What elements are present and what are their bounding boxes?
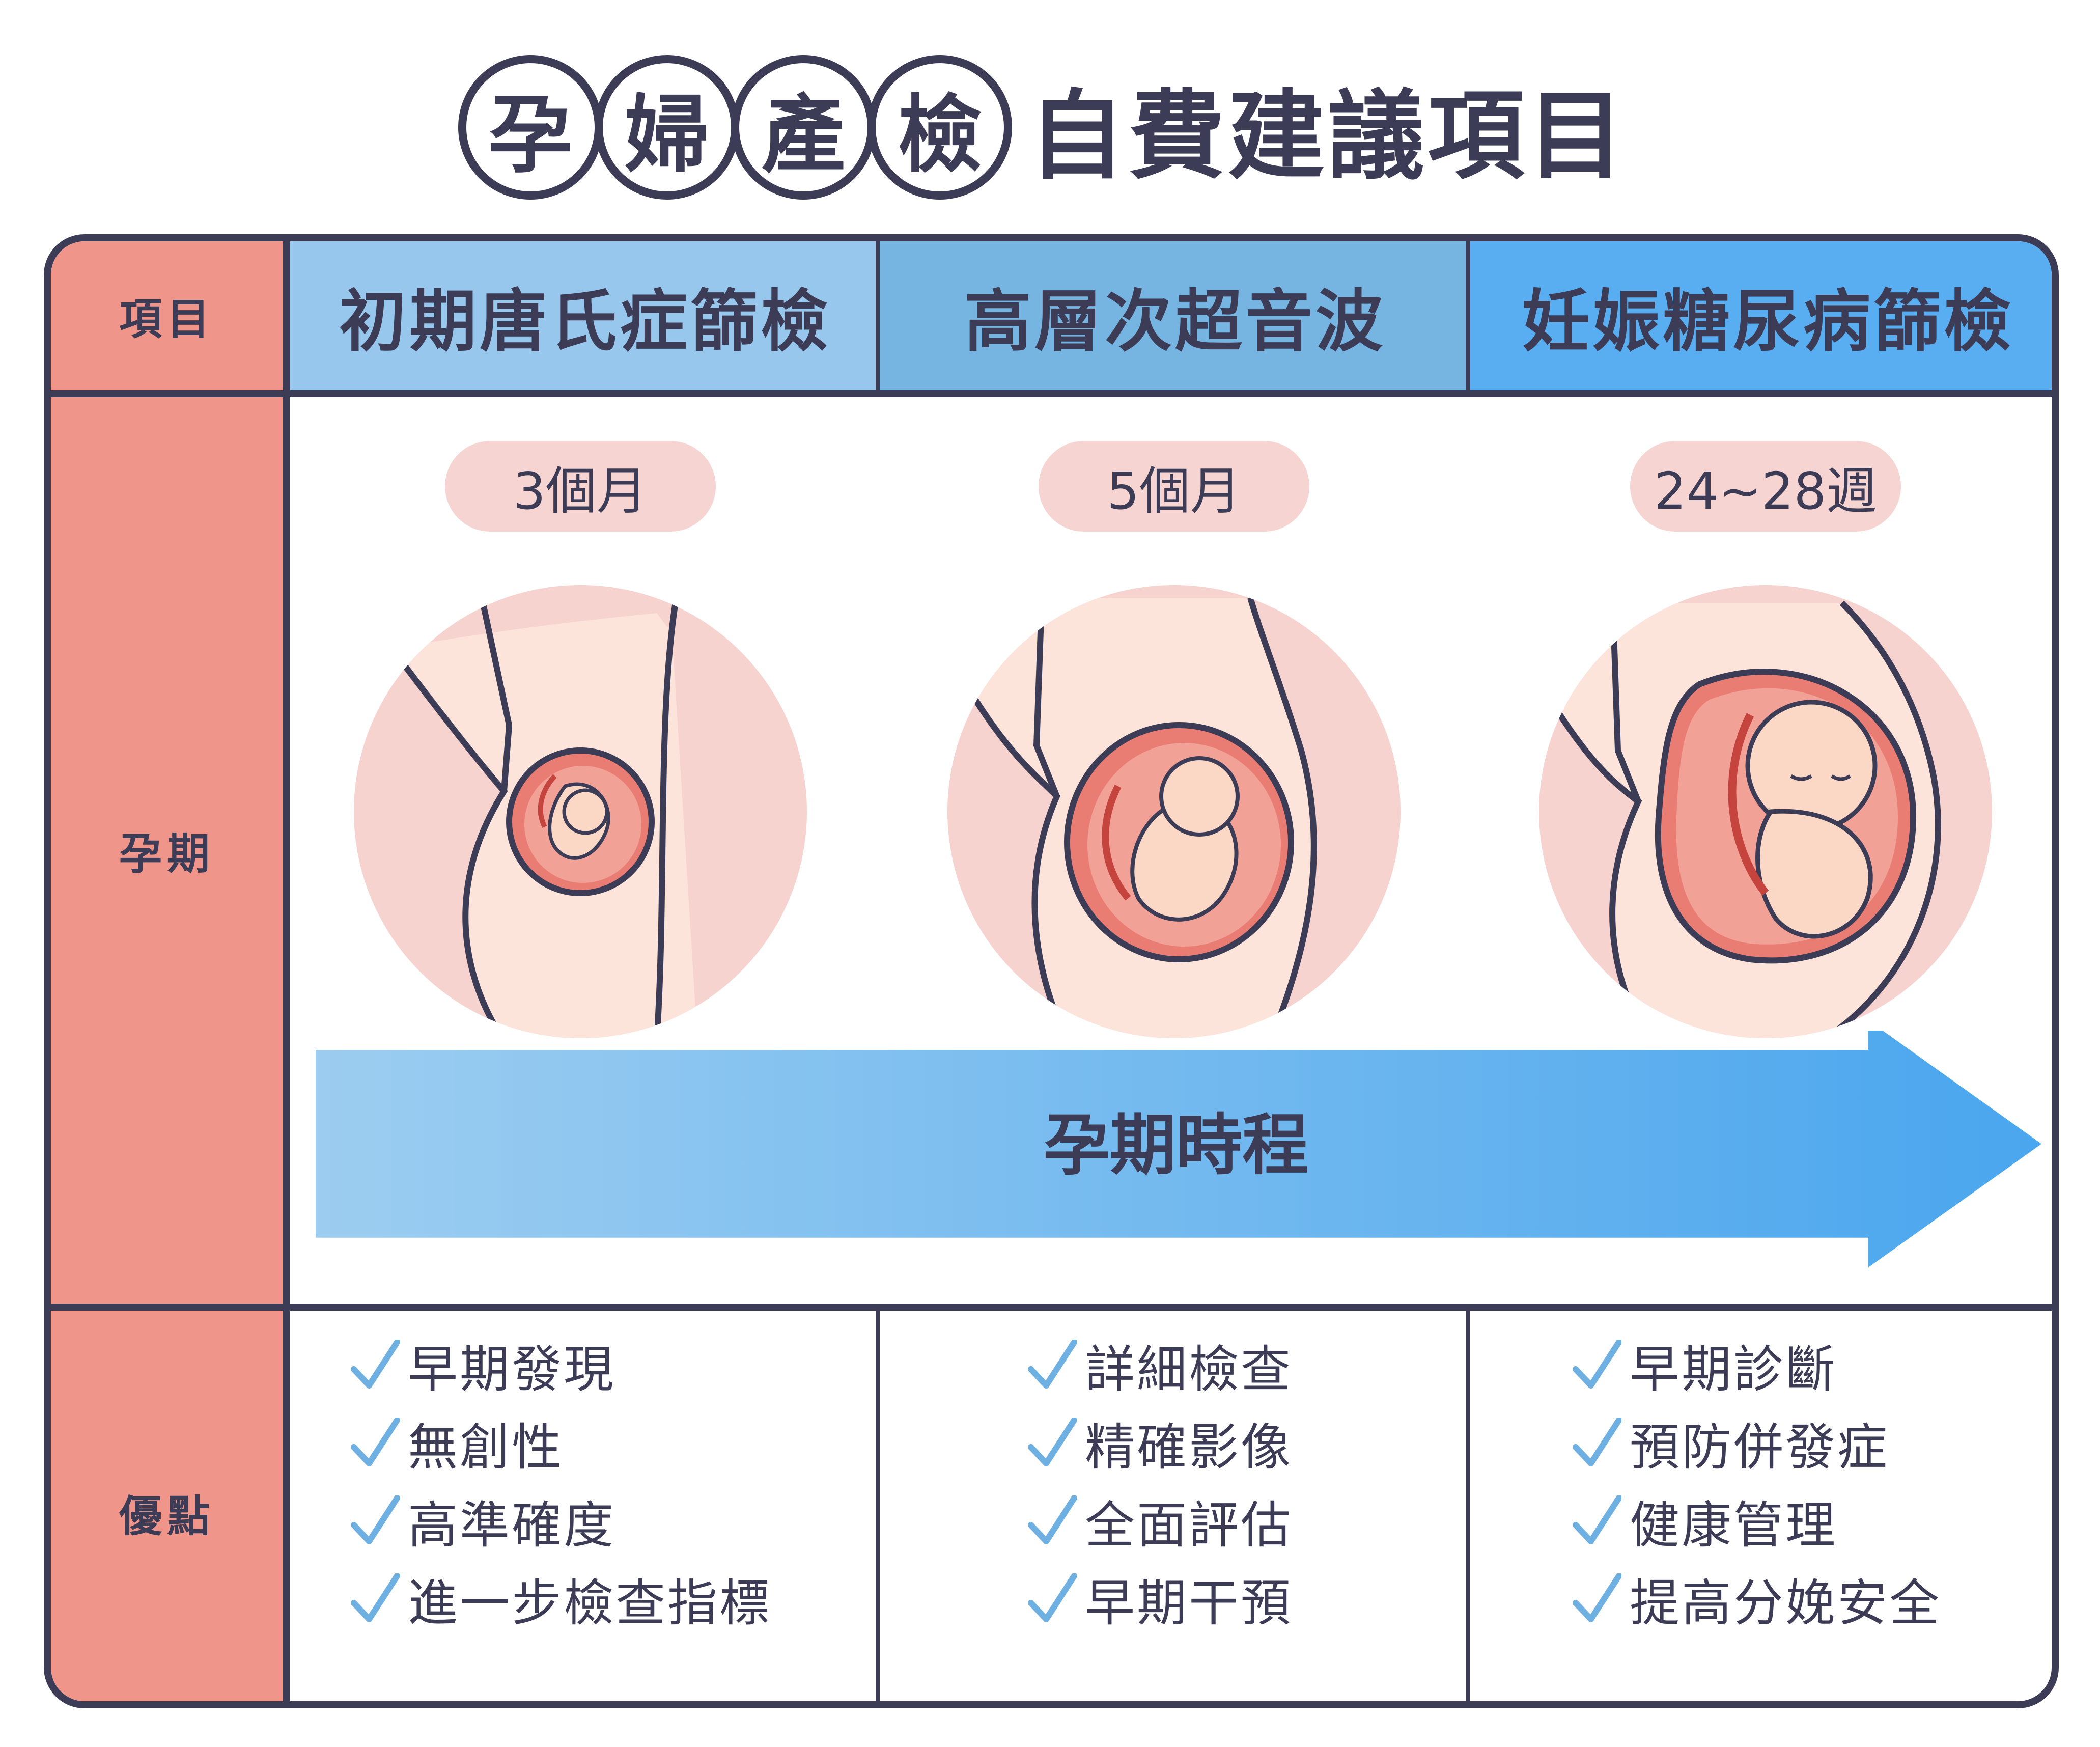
check-icon <box>1028 1495 1077 1544</box>
pregnancy-timeline-arrow: 孕期時程 <box>316 1031 2041 1268</box>
period-pill-1: 3個月 <box>445 441 716 532</box>
check-icon <box>351 1339 400 1389</box>
advantage-item: 預防併發症 <box>1573 1404 1941 1482</box>
advantages-list-2: 詳細檢查 精確影像 全面評估 早期干預 <box>1028 1326 1293 1638</box>
divider-header-1 <box>876 241 880 390</box>
check-icon <box>1028 1339 1077 1389</box>
title-rest: 自費建議項目 <box>1028 79 1628 192</box>
advantage-item: 精確影像 <box>1028 1404 1293 1482</box>
header-level2-ultrasound: 高層次超音波 <box>880 241 1470 390</box>
comparison-table: 項目 孕期 優點 初期唐氏症篩檢 高層次超音波 妊娠糖尿病篩檢 3個月 5個月 … <box>44 234 2059 1708</box>
advantage-item: 早期發現 <box>351 1326 771 1404</box>
check-icon <box>1573 1417 1621 1466</box>
check-icon <box>351 1573 400 1622</box>
advantages-list-3: 早期診斷 預防併發症 健康管理 提高分娩安全 <box>1573 1326 1941 1638</box>
check-icon <box>351 1495 400 1544</box>
check-icon <box>1028 1417 1077 1466</box>
advantage-item: 高準確度 <box>351 1482 771 1560</box>
timeline-label: 孕期時程 <box>1044 1106 1308 1184</box>
divider-header <box>51 390 2052 397</box>
check-icon <box>1573 1573 1621 1622</box>
check-icon <box>1028 1573 1077 1622</box>
advantage-item: 早期診斷 <box>1573 1326 1941 1404</box>
fetus-3-months-illustration <box>354 585 807 1038</box>
advantage-item: 健康管理 <box>1573 1482 1941 1560</box>
advantage-item: 無創性 <box>351 1404 771 1482</box>
fetus-5-months-illustration <box>947 585 1401 1038</box>
row-label-advantage: 優點 <box>51 1311 283 1701</box>
advantage-item: 進一步檢查指標 <box>351 1560 771 1638</box>
check-icon <box>1573 1495 1621 1544</box>
title-circle-4: 檢 <box>867 55 1012 200</box>
header-down-syndrome-screening: 初期唐氏症篩檢 <box>290 241 880 390</box>
advantages-list-1: 早期發現 無創性 高準確度 進一步檢查指標 <box>351 1326 771 1638</box>
row-label-period: 孕期 <box>51 397 283 1304</box>
divider-label-column <box>283 241 290 1701</box>
period-pill-2: 5個月 <box>1039 441 1309 532</box>
title-circle-1: 孕 <box>458 55 603 200</box>
row-label-item: 項目 <box>51 241 283 390</box>
period-pill-3: 24~28週 <box>1630 441 1901 532</box>
check-icon <box>1573 1339 1621 1389</box>
page-title: 孕 婦 產 檢 自費建議項目 <box>458 51 1627 204</box>
divider-advantages-1 <box>876 1311 880 1701</box>
title-circle-2: 婦 <box>595 55 739 200</box>
fetus-24-28-weeks-illustration <box>1539 585 1992 1038</box>
advantage-item: 早期干預 <box>1028 1560 1293 1638</box>
advantage-item: 提高分娩安全 <box>1573 1560 1941 1638</box>
header-gestational-diabetes-screening: 妊娠糖尿病篩檢 <box>1470 241 2052 390</box>
check-icon <box>351 1417 400 1466</box>
divider-advantages-2 <box>1466 1311 1470 1701</box>
advantage-item: 詳細檢查 <box>1028 1326 1293 1404</box>
title-circle-3: 產 <box>731 55 876 200</box>
advantage-item: 全面評估 <box>1028 1482 1293 1560</box>
divider-header-2 <box>1466 241 1470 390</box>
divider-advantages <box>51 1304 2052 1311</box>
